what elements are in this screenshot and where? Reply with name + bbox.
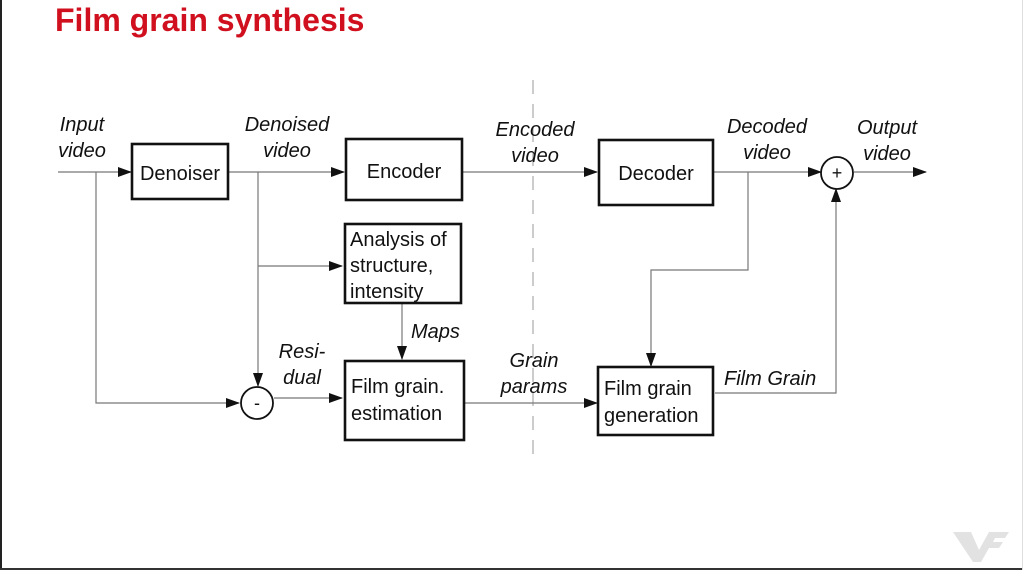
- label-encoded-1: Encoded: [496, 119, 576, 141]
- wire-grain-to-add: [715, 188, 841, 394]
- label-output-1: Output: [857, 117, 918, 139]
- label-film-grain: Film Grain: [724, 368, 816, 390]
- block-denoiser: Denoiser: [130, 142, 230, 201]
- label-encoded-2: video: [511, 145, 559, 167]
- slide-border-bottom: [0, 568, 1023, 570]
- block-analysis-line-3: intensity: [350, 281, 423, 303]
- block-analysis-line-2: structure,: [350, 255, 433, 277]
- block-decoder: Decoder: [597, 138, 715, 207]
- block-encoder-label: Encoder: [367, 161, 442, 183]
- subtract-symbol: -: [254, 393, 260, 413]
- label-input-2: video: [58, 140, 106, 162]
- label-grain-params-2: params: [500, 376, 568, 398]
- label-decoded-2: video: [743, 142, 791, 164]
- block-generation: Film grain generation: [596, 365, 715, 437]
- add-node: +: [820, 156, 854, 190]
- block-analysis-line-1: Analysis of: [350, 229, 447, 251]
- label-residual-1: Resi-: [279, 341, 326, 363]
- vf-logo-icon: [953, 532, 1009, 562]
- slide-border-left: [0, 0, 2, 570]
- label-maps: Maps: [411, 321, 460, 343]
- block-estimation-line-2: estimation: [351, 403, 442, 425]
- label-denoised-2: video: [263, 140, 311, 162]
- block-decoder-label: Decoder: [618, 163, 694, 185]
- label-grain-params-1: Grain: [510, 350, 559, 372]
- block-analysis: Analysis of structure, intensity: [343, 222, 463, 305]
- wire-decoded-to-generation: [646, 172, 749, 367]
- label-input-1: Input: [60, 114, 106, 136]
- block-estimation-line-1: Film grain.: [351, 376, 444, 398]
- add-symbol: +: [832, 163, 843, 183]
- slide-title: Film grain synthesis: [55, 2, 365, 38]
- label-output-2: video: [863, 143, 911, 165]
- block-denoiser-label: Denoiser: [140, 163, 220, 185]
- label-denoised-1: Denoised: [245, 114, 330, 136]
- wire-input-to-subtract: [95, 172, 240, 408]
- subtract-node: -: [240, 386, 274, 420]
- connections: [58, 167, 927, 408]
- block-estimation: Film grain. estimation: [343, 359, 466, 442]
- block-encoder: Encoder: [344, 137, 464, 202]
- label-residual-2: dual: [283, 367, 321, 389]
- label-decoded-1: Decoded: [727, 116, 808, 138]
- block-generation-line-1: Film grain: [604, 378, 692, 400]
- block-generation-line-2: generation: [604, 405, 699, 427]
